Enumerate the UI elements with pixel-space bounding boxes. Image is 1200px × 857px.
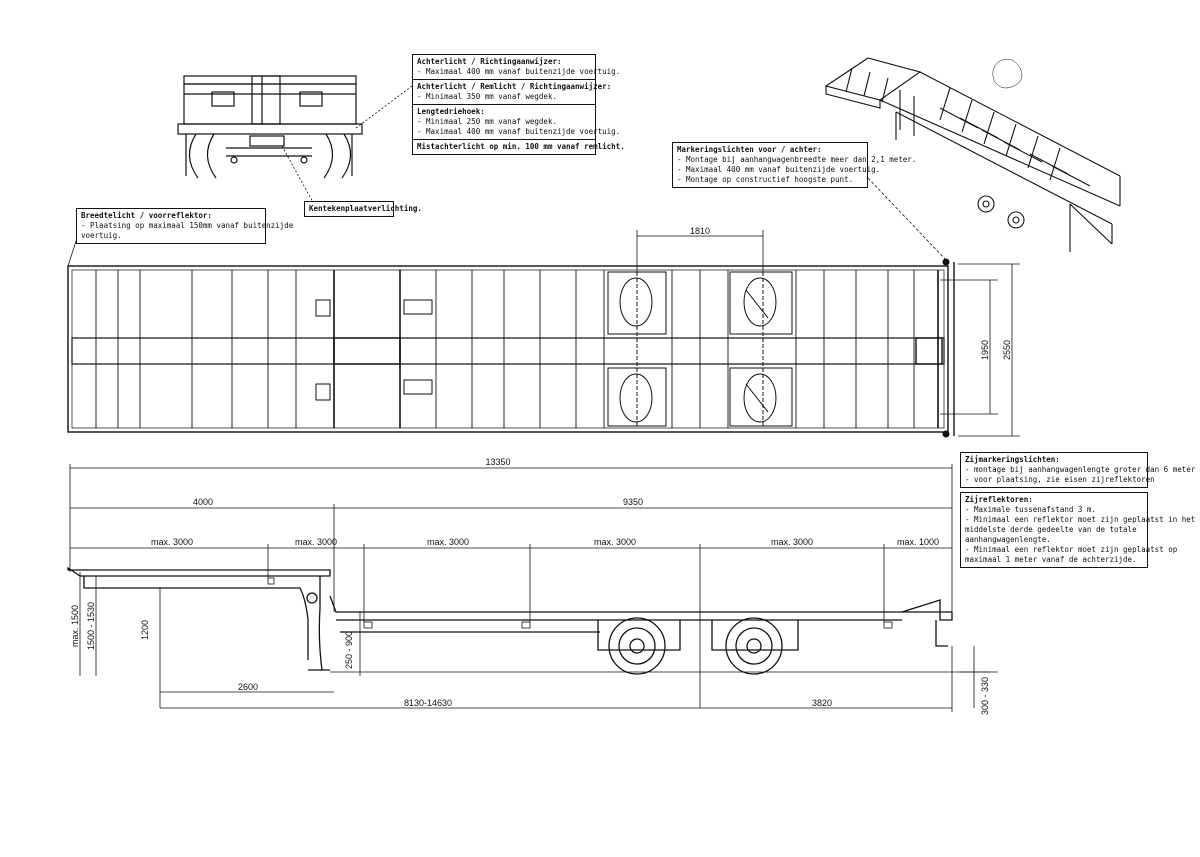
note-side-reflector-line-6: maximaal 1 meter vanaf de achterzijde.: [965, 555, 1137, 564]
note-triangle-line-1: - Minimaal 250 mm vanaf wegdek.: [417, 117, 557, 126]
note-marker-title: Markeringslichten voor / achter:: [677, 145, 822, 154]
dim-rear-overhang: 3820: [812, 698, 832, 708]
dim-inner-width: 1950: [980, 340, 990, 360]
note-width-light-line-2: voertuig.: [81, 231, 122, 240]
dim-spacing-4: max. 3000: [594, 537, 636, 547]
note-marker: Markeringslichten voor / achter: - Monta…: [672, 142, 917, 188]
dim-lower-deck: 250 - 900: [344, 631, 354, 669]
note-plate: Kentekenplaatverlichting.: [304, 201, 422, 217]
note-side-reflector-line-5: - Minimaal een reflektor moet zijn gepla…: [965, 545, 1178, 554]
dim-total-length: 13350: [485, 457, 510, 467]
note-rear-lights-line: - Maximaal 400 mm vanaf buitenzijde voer…: [417, 67, 621, 76]
dim-outer-width: 2550: [1002, 340, 1012, 360]
note-brake-lights-line: - Minimaal 350 mm vanaf wegdek.: [417, 92, 557, 101]
plan-dimensions: [636, 230, 1020, 437]
rear-view: [177, 75, 363, 179]
note-side-marker-title: Zijmarkeringslichten:: [965, 455, 1060, 464]
note-side-reflector-line-4: aanhangwagenlengte.: [965, 535, 1051, 544]
note-width-light-line-1: - Plaatsing op maximaal 150mm vanaf buit…: [81, 221, 294, 230]
dim-rear-section: 9350: [623, 497, 643, 507]
note-marker-line-2: - Maximaal 400 mm vanaf buitenzijde voer…: [677, 165, 881, 174]
side-view: [67, 566, 990, 675]
dim-wheelbase: 8130-14630: [404, 698, 452, 708]
note-brake-lights: Achterlicht / Remlicht / Richtingaanwijz…: [412, 79, 612, 105]
dimension-labels: 1810 1950 2550 13350 4000 9350 max. 3000…: [70, 226, 1012, 715]
dim-spacing-1: max. 3000: [151, 537, 193, 547]
dim-spacing-3: max. 3000: [427, 537, 469, 547]
note-side-reflector-title: Zijreflektoren:: [965, 495, 1033, 504]
isometric-view: [824, 57, 1121, 252]
note-fog: Mistachterlicht op min. 100 mm vanaf rem…: [412, 139, 625, 155]
note-side-reflector-line-1: - Maximale tussenafstand 3 m.: [965, 505, 1096, 514]
plan-view: [67, 258, 955, 438]
note-width-light: Breedtelicht / voorreflektor: - Plaatsin…: [76, 208, 294, 244]
note-side-reflector-line-3: middelste derde gedeelte van de totale: [965, 525, 1137, 534]
dim-rear-underride: 300 - 330: [980, 677, 990, 715]
leader-line-marker: [867, 177, 947, 261]
dim-kingpin-offset: 2600: [238, 682, 258, 692]
note-side-marker: Zijmarkeringslichten: - montage bij aanh…: [960, 452, 1196, 488]
note-triangle-title: Lengtedriehoek:: [417, 107, 485, 116]
dim-axle-spacing: 1810: [690, 226, 710, 236]
note-fog-title: Mistachterlicht op min. 100 mm vanaf rem…: [417, 142, 625, 151]
note-rear-lights: Achterlicht / Richtingaanwijzer: - Maxim…: [412, 54, 621, 80]
dim-gooseneck-height: max. 1500: [70, 605, 80, 647]
note-width-light-title: Breedtelicht / voorreflektor:: [81, 211, 212, 220]
dim-spacing-rear: max. 1000: [897, 537, 939, 547]
note-brake-lights-title: Achterlicht / Remlicht / Richtingaanwijz…: [417, 82, 612, 91]
note-side-reflector-line-2: - Minimaal een reflektor moet zijn gepla…: [965, 515, 1196, 524]
note-marker-line-1: - Montage bij aanhangwagenbreedte meer d…: [677, 155, 917, 164]
side-dimensions: [69, 464, 998, 712]
note-rear-lights-title: Achterlicht / Richtingaanwijzer:: [417, 57, 562, 66]
leader-lines-rear: [281, 85, 413, 205]
dim-front-section: 4000: [193, 497, 213, 507]
note-side-marker-line-2: - voor plaatsing, zie eisen zijreflektor…: [965, 475, 1155, 484]
note-plate-title: Kentekenplaatverlichting.: [309, 204, 422, 213]
dim-kingpin-height: 1200: [140, 620, 150, 640]
dim-spacing-2: max. 3000: [295, 537, 337, 547]
plan-axles: [607, 271, 793, 427]
note-side-reflector: Zijreflektoren: - Maximale tussenafstand…: [960, 492, 1196, 568]
note-marker-line-3: - Montage op constructief hoogste punt.: [677, 175, 854, 184]
note-triangle-line-2: - Maximaal 400 mm vanaf buitenzijde voer…: [417, 127, 621, 136]
note-side-marker-line-1: - montage bij aanhangwagenlengte groter …: [965, 465, 1196, 474]
dim-deck-height: 1500 - 1530: [86, 602, 96, 650]
note-triangle: Lengtedriehoek: - Minimaal 250 mm vanaf …: [412, 104, 621, 140]
dim-spacing-5: max. 3000: [771, 537, 813, 547]
